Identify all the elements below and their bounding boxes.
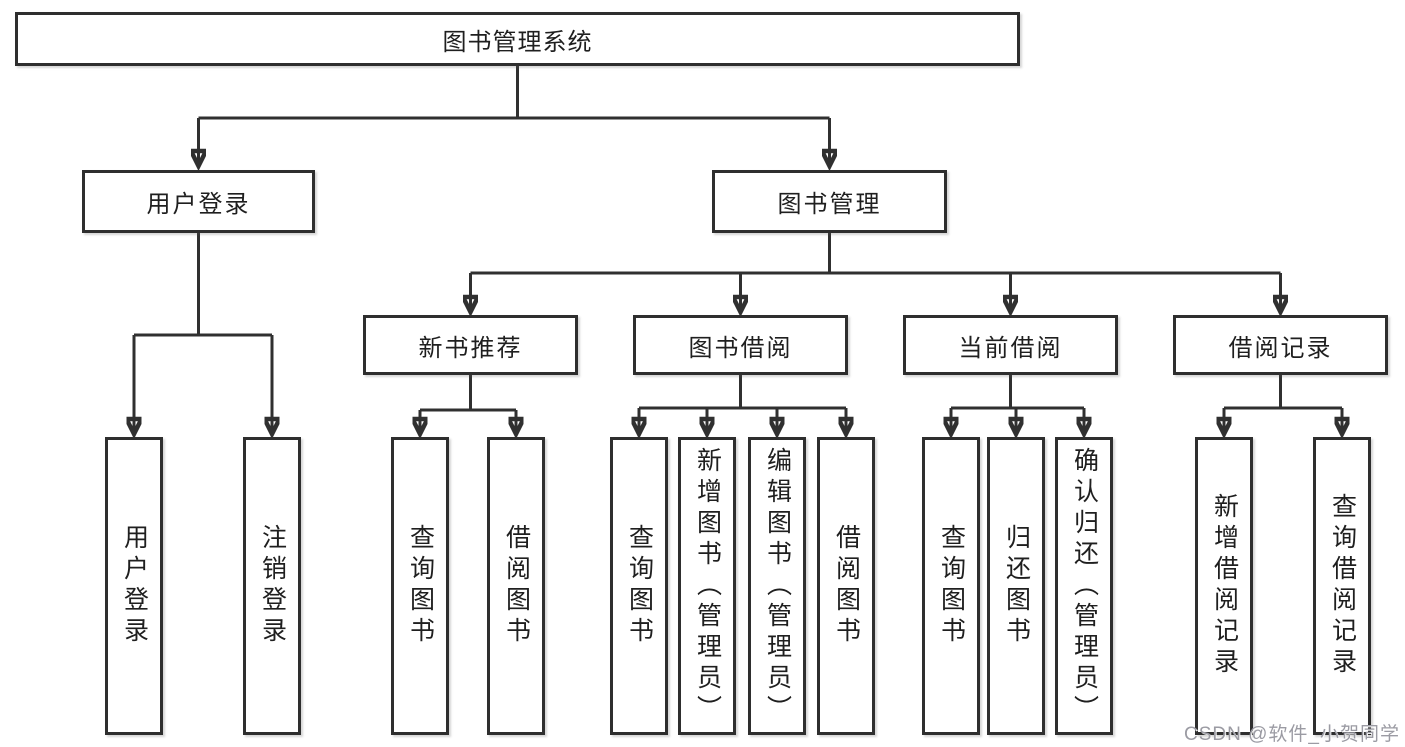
leaf-add-books-admin-label: 新增图书（管理员）	[693, 446, 722, 726]
node-new-book-recommend: 新书推荐	[363, 315, 578, 375]
leaf-query-books-borrowing: 查询图书	[610, 437, 668, 735]
leaf-add-borrow-record: 新增借阅记录	[1195, 437, 1253, 735]
leaf-edit-books-admin-label: 编辑图书（管理员）	[763, 446, 792, 726]
node-book-management: 图书管理	[712, 170, 947, 233]
leaf-query-books-recommend-label: 查询图书	[406, 524, 435, 648]
leaf-query-books-borrowing-label: 查询图书	[625, 524, 654, 648]
leaf-borrow-books: 借阅图书	[817, 437, 875, 735]
node-current-borrowing: 当前借阅	[903, 315, 1118, 375]
leaf-query-borrow-record-label: 查询借阅记录	[1328, 493, 1357, 679]
leaf-query-books-current-label: 查询图书	[937, 524, 966, 648]
leaf-borrow-books-label: 借阅图书	[832, 524, 861, 648]
leaf-logout-label: 注销登录	[258, 524, 287, 648]
leaf-confirm-return-admin-label: 确认归还（管理员）	[1070, 446, 1099, 726]
leaf-borrow-books-recommend: 借阅图书	[487, 437, 545, 735]
node-library-management-system: 图书管理系统	[15, 12, 1020, 66]
leaf-user-login: 用户登录	[105, 437, 163, 735]
leaf-query-books-current: 查询图书	[922, 437, 980, 735]
node-book-borrowing: 图书借阅	[633, 315, 848, 375]
leaf-logout: 注销登录	[243, 437, 301, 735]
leaf-user-login-label: 用户登录	[120, 524, 149, 648]
leaf-query-books-recommend: 查询图书	[391, 437, 449, 735]
leaf-borrow-books-recommend-label: 借阅图书	[502, 524, 531, 648]
leaf-return-books-label: 归还图书	[1002, 524, 1031, 648]
leaf-add-borrow-record-label: 新增借阅记录	[1210, 493, 1239, 679]
leaf-edit-books-admin: 编辑图书（管理员）	[748, 437, 806, 735]
node-borrow-records: 借阅记录	[1173, 315, 1388, 375]
leaf-confirm-return-admin: 确认归还（管理员）	[1055, 437, 1113, 735]
node-user-login: 用户登录	[82, 170, 315, 233]
leaf-query-borrow-record: 查询借阅记录	[1313, 437, 1371, 735]
leaf-return-books: 归还图书	[987, 437, 1045, 735]
leaf-add-books-admin: 新增图书（管理员）	[678, 437, 736, 735]
